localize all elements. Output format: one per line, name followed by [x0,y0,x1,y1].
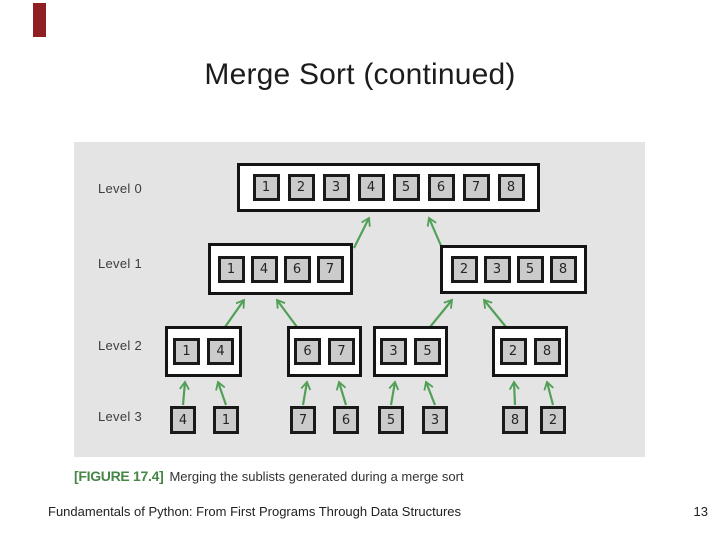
arrow-l2c-to-l1b [429,298,454,328]
accent-bar [33,3,46,37]
figure-panel: Level 0 Level 1 Level 2 Level 3 1 [74,142,645,457]
array-cell: 7 [290,406,316,434]
arrow-l3-1-to-l2a [215,380,228,406]
array-cell: 1 [173,338,200,365]
array-cell: 3 [422,406,448,434]
slide-title: Merge Sort (continued) [204,58,516,91]
sublist-box-level1-left: 1 4 6 7 [208,243,353,295]
array-cell: 1 [217,255,245,283]
array-cell: 3 [483,256,511,283]
array-cell: 6 [427,174,455,201]
array-cell: 7 [316,255,344,283]
sublist-box-level1-right: 2 3 5 8 [440,245,587,294]
arrow-l1a-to-l0 [353,216,371,249]
footer-book-title: Fundamentals of Python: From First Progr… [48,504,462,519]
arrow-l3-7-to-l2b [300,380,312,406]
array-cell: 8 [497,174,525,201]
arrow-l3-8-to-l2d [508,380,520,406]
array-cell: 5 [516,256,544,283]
array-cell: 6 [294,338,321,365]
level-label-3: Level 3 [98,409,143,424]
array-cell: 5 [392,174,420,201]
figure-caption-text: Merging the sublists generated during a … [169,469,464,484]
array-cell: 2 [450,256,478,283]
figure-caption-tag: [FIGURE 17.4] [74,468,164,484]
array-cell: 3 [322,174,350,201]
array-cell: 5 [378,406,404,434]
sublist-box-level2-4: 2 8 [492,326,568,377]
array-cell: 8 [549,256,577,283]
arrow-l2d-to-l1b [482,298,507,328]
arrow-l3-5-to-l2c [388,380,400,406]
arrow-l1b-to-l0 [426,216,444,249]
array-cell: 7 [462,174,490,201]
array-cell: 4 [250,255,278,283]
array-cell: 2 [540,406,566,434]
arrow-l3-2-to-l2d [543,380,555,406]
array-cell: 7 [328,338,355,365]
sublist-box-level2-2: 6 7 [287,326,362,377]
array-cell: 1 [252,174,280,201]
sublist-box-level0: 1 2 3 4 5 6 7 8 [237,163,540,212]
level-label-0: Level 0 [98,181,143,196]
arrow-l3-6-to-l2b [335,380,348,406]
array-cell: 3 [380,338,407,365]
arrow-l2a-to-l1a [224,298,245,328]
array-cell: 2 [499,338,527,365]
array-cell: 2 [287,174,315,201]
arrow-l3-3-to-l2c [423,380,437,406]
array-cell: 4 [207,338,234,365]
level-label-1: Level 1 [98,256,143,271]
merge-arrows [179,216,555,406]
sublist-box-level2-3: 3 5 [373,326,448,377]
footer-page-number: 13 [693,504,708,519]
figure-caption: [FIGURE 17.4] Merging the sublists genera… [74,468,674,484]
array-cell: 5 [414,338,441,365]
array-cell: 4 [357,174,385,201]
level-label-2: Level 2 [98,338,143,353]
array-cell: 6 [333,406,359,434]
array-cell: 8 [533,338,561,365]
arrow-l2b-to-l1a [275,298,298,328]
sublist-box-level2-1: 1 4 [165,326,242,377]
array-cell: 6 [283,255,311,283]
array-cell: 1 [213,406,239,434]
array-cell: 8 [502,406,528,434]
array-cell: 4 [170,406,196,434]
arrow-l3-4-to-l2a [179,380,190,406]
